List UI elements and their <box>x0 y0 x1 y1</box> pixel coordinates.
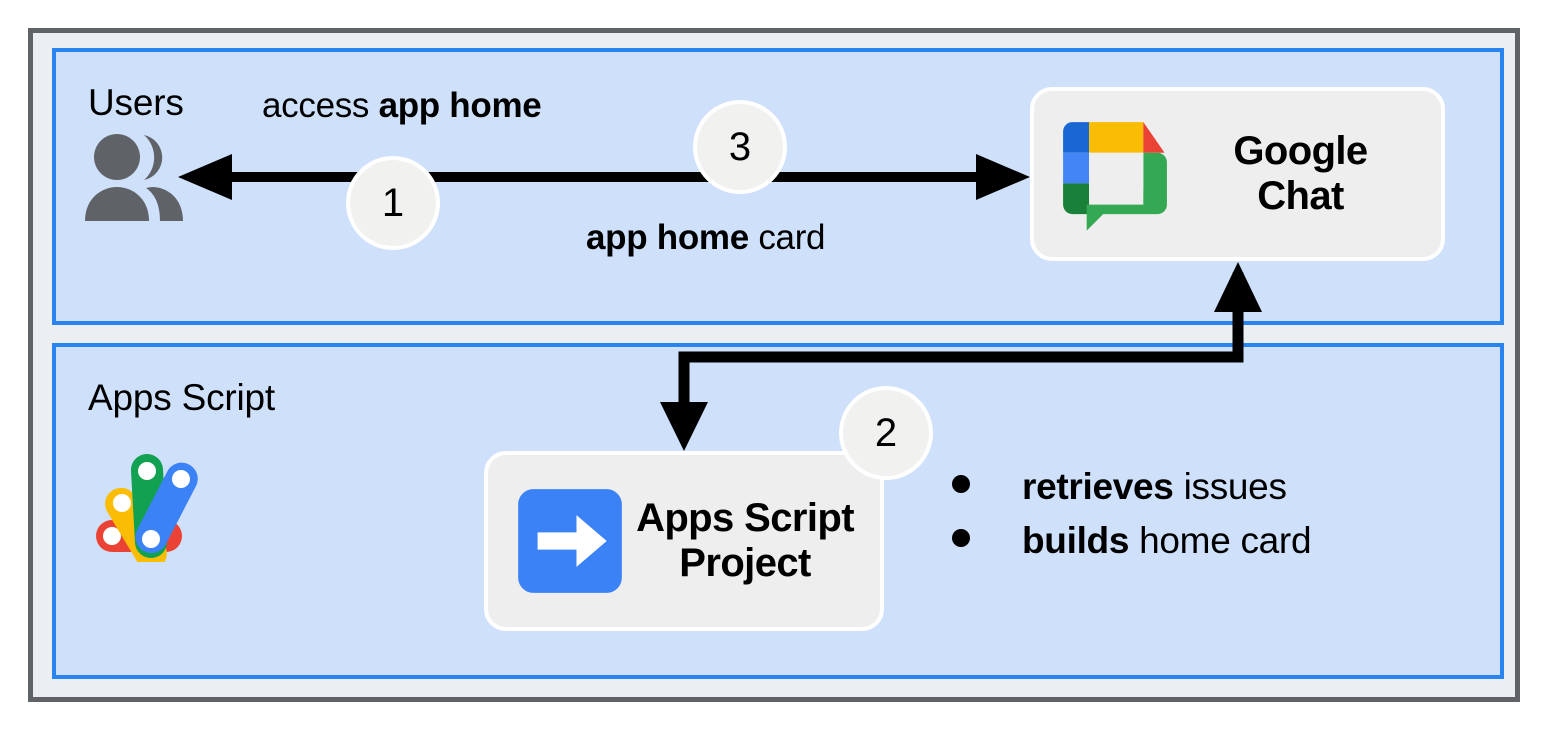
apps-script-project-icon <box>518 489 622 593</box>
bullet-icon <box>952 529 970 547</box>
edge-label-access-bold: app home <box>378 86 542 125</box>
action-text-plain: issues <box>1173 466 1287 507</box>
node-apps-script-project-title: Apps Script Project <box>636 496 854 585</box>
panel-label-apps-script: Apps Script <box>88 377 275 418</box>
step-badge-3: 3 <box>693 100 787 194</box>
action-text: builds home card <box>1022 520 1312 562</box>
google-chat-logo-icon <box>1063 122 1167 231</box>
step-badge-2: 2 <box>839 386 933 480</box>
node-apps-script-project[interactable]: Apps Script Project <box>484 451 884 631</box>
users-icon <box>85 134 183 221</box>
node-google-chat[interactable]: Google Chat <box>1030 87 1445 261</box>
action-text-plain: home card <box>1129 520 1312 561</box>
edge-label-card-bold: app home <box>586 218 749 257</box>
panel-label-users: Users <box>88 82 184 123</box>
action-text-bold: retrieves <box>1022 466 1174 507</box>
list-item: builds home card <box>952 520 1422 562</box>
action-text-bold: builds <box>1022 520 1130 561</box>
apps-script-action-list: retrieves issues builds home card <box>952 466 1422 574</box>
bullet-icon <box>952 475 970 493</box>
edge-label-access-plain: access <box>262 86 379 125</box>
edge-label-access-app-home: access app home <box>262 86 542 126</box>
action-text: retrieves issues <box>1022 466 1287 508</box>
step-badge-1: 1 <box>346 156 440 250</box>
node-google-chat-title: Google Chat <box>1233 129 1368 218</box>
edge-label-app-home-card: app home card <box>586 218 826 258</box>
list-item: retrieves issues <box>952 466 1422 508</box>
edge-label-card-plain: card <box>748 218 826 257</box>
apps-script-logo-icon <box>96 453 198 562</box>
